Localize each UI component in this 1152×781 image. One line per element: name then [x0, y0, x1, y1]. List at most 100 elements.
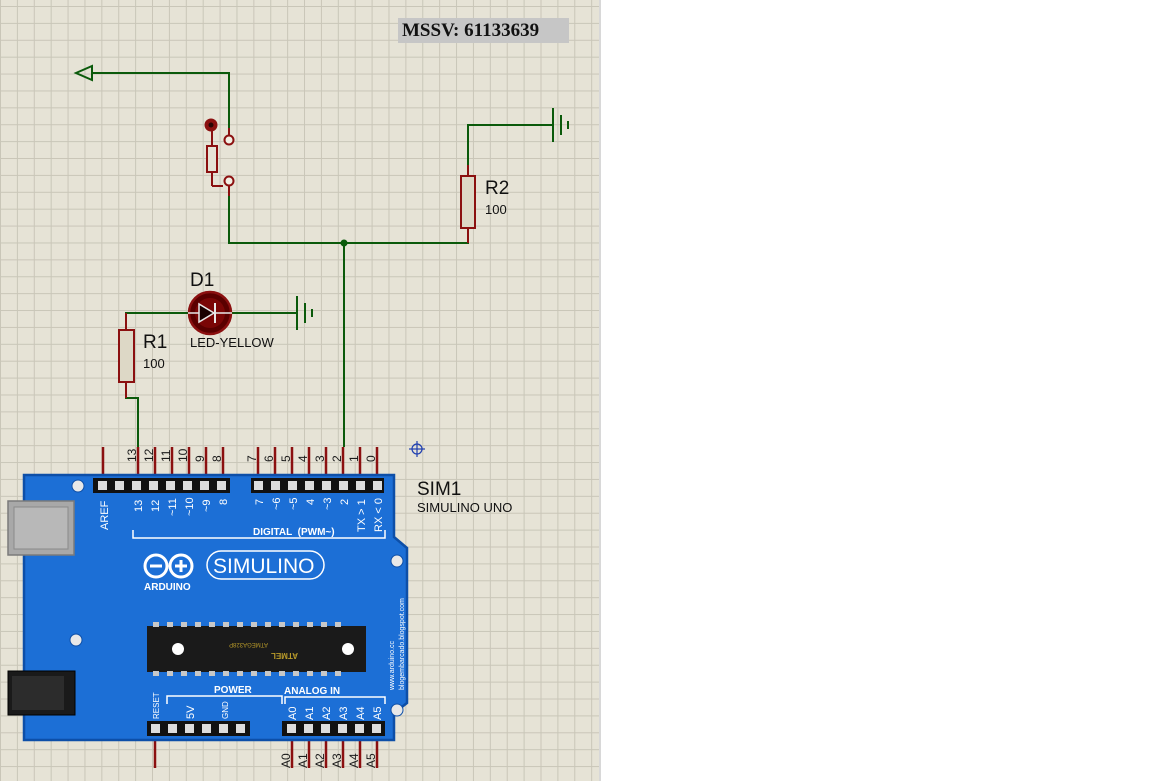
digital-board-labels: AREF 13 12 ~11 ~10 ~9 8 7 ~6 ~5 4 ~3 2 T… — [99, 497, 385, 532]
button-actuator-icon[interactable] — [204, 118, 218, 132]
digital-label: 13 — [133, 500, 145, 512]
sim1-value: SIMULINO UNO — [417, 500, 512, 515]
digital-label: ~9 — [201, 499, 213, 512]
digital-header-right — [251, 478, 384, 493]
r2-value: 100 — [485, 202, 507, 217]
sheet-border — [599, 0, 601, 781]
analog-pin-name: A4 — [347, 753, 361, 768]
digital-caption: DIGITAL (PWM~) — [253, 527, 335, 538]
led-d1[interactable] — [187, 290, 233, 336]
analog-pin-name: A0 — [279, 753, 293, 768]
analog-label: A3 — [338, 707, 350, 720]
mounting-hole — [390, 703, 404, 717]
sim1-ref: SIM1 — [417, 479, 461, 500]
ground-led-icon[interactable] — [296, 296, 313, 330]
digital-label: 8 — [218, 499, 230, 505]
analog-caption-bracket — [284, 696, 386, 704]
push-button[interactable] — [206, 128, 235, 196]
analog-pin-name: A5 — [364, 753, 378, 768]
wires — [73, 64, 553, 447]
chip-subtext: ATMEGA328P — [229, 641, 268, 647]
pin-number: 3 — [313, 455, 327, 462]
circuit-drawing: R2 100 R1 100 D1 LED-YELLOW SIM1 SIMULIN… — [7, 64, 569, 768]
pin-number: 12 — [142, 448, 156, 462]
wire-button-to-terminal[interactable] — [92, 72, 230, 128]
digital-caption-bracket — [132, 530, 386, 539]
digital-label: ~3 — [322, 497, 334, 510]
pin-number: 4 — [296, 455, 310, 462]
digital-label: ~5 — [288, 497, 300, 510]
analog-pin-names: A0 A1 A2 A3 A4 A5 — [279, 753, 378, 768]
chip-text: ATMEL — [271, 651, 298, 660]
pin-number: 1 — [347, 455, 361, 462]
d1-value: LED-YELLOW — [190, 335, 275, 350]
arduino-logo-icon — [143, 553, 194, 579]
pin-number: 9 — [193, 455, 207, 462]
pin-number: 11 — [159, 449, 173, 462]
mounting-hole — [390, 554, 404, 568]
digital-label: ~10 — [184, 497, 196, 516]
wire-button-to-r2[interactable] — [228, 196, 469, 244]
digital-label: 12 — [150, 500, 162, 512]
power-label: GND — [221, 701, 230, 719]
mounting-hole — [71, 479, 85, 493]
digital-label: 2 — [339, 499, 351, 505]
student-id-label: MSSV: 61133639 — [398, 18, 569, 43]
digital-label: ~6 — [271, 497, 283, 510]
analog-pin-name: A1 — [296, 753, 310, 768]
terminal-arrow-icon[interactable] — [73, 64, 93, 82]
wire-junction-dot — [340, 239, 348, 247]
digital-label: 7 — [254, 499, 266, 505]
r1-ref: R1 — [143, 332, 167, 353]
resistor-r2[interactable] — [460, 165, 476, 243]
pin-number: 7 — [245, 455, 259, 462]
power-label: RESET — [152, 692, 161, 719]
arduino-board[interactable]: 13 12 11 10 9 8 7 6 5 4 3 2 1 0 — [7, 447, 409, 768]
pin-number: 5 — [279, 455, 293, 462]
analog-pin-name: A2 — [313, 753, 327, 768]
wire-r2-to-ground[interactable] — [467, 124, 553, 175]
power-caption-bracket — [166, 695, 283, 704]
simulino-badge — [206, 550, 325, 580]
side-text-2: blogembarcado.blogspot.com — [399, 598, 406, 690]
resistor-r1[interactable] — [118, 313, 135, 398]
arduino-text: ARDUINO — [144, 582, 191, 593]
digital-label: RX < 0 — [373, 498, 385, 532]
analog-board-labels: A0 A1 A2 A3 A4 A5 — [287, 707, 384, 720]
analog-caption: ANALOG IN — [284, 686, 340, 697]
pin-number: 10 — [176, 448, 190, 462]
pin-number: 8 — [210, 455, 224, 462]
power-caption: POWER — [214, 685, 253, 696]
wire-r1-to-pin13[interactable] — [125, 382, 139, 447]
r1-value: 100 — [143, 356, 165, 371]
r2-ref: R2 — [485, 178, 509, 199]
digital-label: TX > 1 — [356, 499, 368, 532]
mounting-hole — [69, 633, 83, 647]
power-header — [147, 721, 250, 736]
aref-label: AREF — [99, 500, 111, 530]
digital-label: 4 — [305, 499, 317, 505]
pin-number: 13 — [125, 448, 139, 462]
analog-pin-name: A3 — [330, 753, 344, 768]
analog-label: A1 — [304, 707, 316, 720]
ground-r2-icon[interactable] — [552, 108, 569, 142]
analog-label: A0 — [287, 707, 299, 720]
pin-number: 2 — [330, 455, 344, 462]
d1-ref: D1 — [190, 270, 214, 291]
pin-number: 6 — [262, 455, 276, 462]
digital-pin-numbers: 13 12 11 10 9 8 7 6 5 4 3 2 1 0 — [125, 448, 378, 462]
analog-label: A2 — [321, 707, 333, 720]
side-text-1: www.arduino.cc — [389, 640, 396, 691]
analog-label: A4 — [355, 707, 367, 720]
power-label: 5V — [185, 705, 197, 719]
simulino-text: SIMULINO — [213, 555, 315, 578]
origin-crosshair-icon — [409, 441, 425, 457]
digital-label: ~11 — [167, 498, 179, 516]
microcontroller-chip: ATMEL ATMEGA328P — [147, 622, 366, 676]
analog-header — [282, 721, 385, 736]
analog-label: A5 — [372, 707, 384, 720]
wire-r1-to-led[interactable] — [125, 312, 190, 328]
pin-number: 0 — [364, 455, 378, 462]
digital-header-left — [93, 478, 230, 493]
board-outline — [22, 473, 409, 742]
